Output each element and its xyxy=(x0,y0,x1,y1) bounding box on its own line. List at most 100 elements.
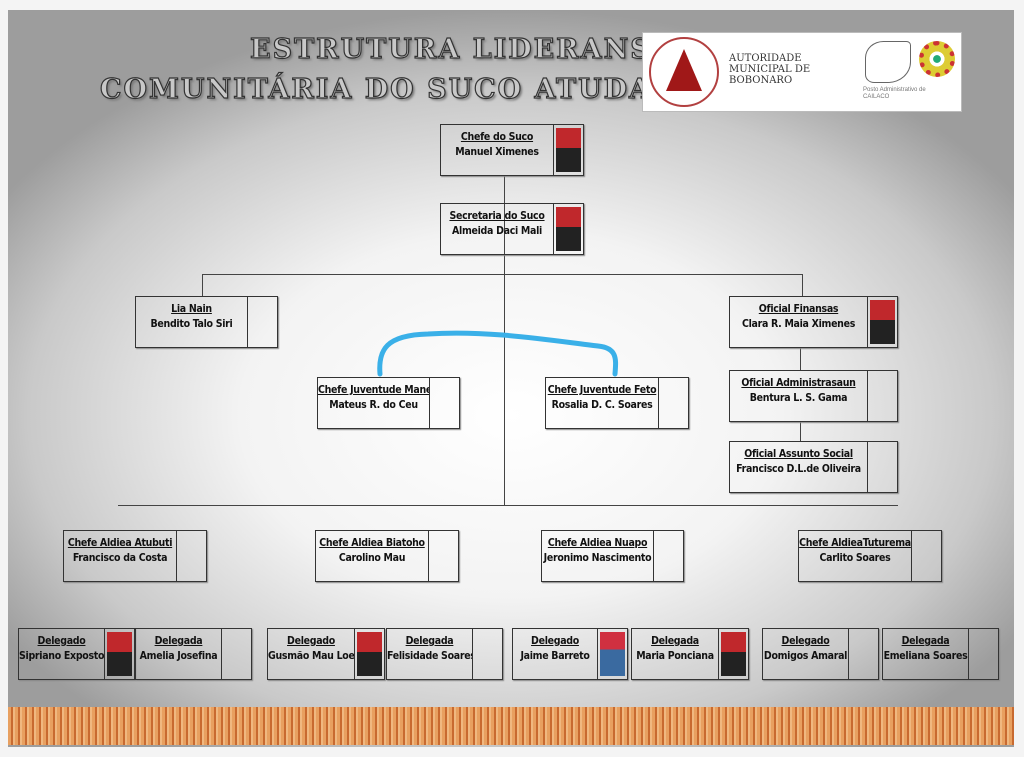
node-name: Mateus R. do Ceu xyxy=(329,399,418,411)
node-name: Manuel Ximenes xyxy=(455,146,539,158)
portrait-photo xyxy=(867,297,897,347)
node-role: Delegado xyxy=(531,635,579,647)
node-role: Delegada xyxy=(901,635,950,647)
node-role: Chefe Aldiea Nuapo xyxy=(547,537,648,549)
connector-finansas xyxy=(802,274,803,296)
connector-horizontal-upper xyxy=(202,274,803,275)
timor-leste-seal-icon xyxy=(649,37,719,107)
node-role: Delegada xyxy=(405,635,454,647)
photo-placeholder xyxy=(429,378,459,428)
node-name: Domigos Amaral xyxy=(763,650,848,662)
connector-lia-nain xyxy=(202,274,203,296)
posto-label-text: Posto Administrativo de xyxy=(863,87,926,93)
node-name: Clara R. Maia Ximenes xyxy=(741,318,856,330)
decorative-stripe-band xyxy=(8,707,1014,745)
node-role: Delegada xyxy=(651,635,699,647)
portrait-photo xyxy=(718,629,748,679)
node-role: Delegado xyxy=(781,635,830,647)
connector-administrasaun xyxy=(800,347,801,370)
node-role: Delegado xyxy=(37,635,86,647)
node-role: Oficial Finansas xyxy=(758,303,839,315)
node-name: Bentura L. S. Gama xyxy=(749,392,848,404)
blue-highlight-stroke xyxy=(377,330,619,377)
node-role: Chefe Juventude Mane xyxy=(318,384,429,396)
node-role: Secretaria do Suco xyxy=(449,210,545,222)
portrait-photo xyxy=(104,629,134,679)
node-role: Chefe Aldiea Atubuti xyxy=(67,537,173,549)
title-line-1: ESTRUTURA LIDERANSA xyxy=(249,33,675,65)
photo-placeholder xyxy=(653,531,683,581)
node-name: Rosalia D. C. Soares xyxy=(551,399,653,411)
photo-placeholder xyxy=(968,629,998,679)
photo-placeholder xyxy=(428,531,458,581)
node-role: Oficial Assunto Social xyxy=(744,448,853,460)
posto-name: CAILACO xyxy=(863,94,890,100)
photo-placeholder xyxy=(176,531,206,581)
node-name: Sipriano Exposto xyxy=(19,650,104,662)
photo-placeholder xyxy=(472,629,502,679)
node-role: Chefe do Suco xyxy=(460,131,534,143)
portrait-photo xyxy=(354,629,384,679)
node-role: Delegado xyxy=(287,635,335,647)
node-name: Jaime Barreto xyxy=(520,650,590,662)
node-role: Chefe AldieaTuturema xyxy=(799,537,911,549)
node-name: Francisco da Costa xyxy=(72,552,168,564)
connector-horizontal-lower xyxy=(118,505,898,506)
photo-placeholder xyxy=(867,371,897,421)
photo-placeholder xyxy=(658,378,688,428)
node-role: Lia Nain xyxy=(171,303,212,315)
highlight-annotation xyxy=(377,330,619,377)
node-name: Carlito Soares xyxy=(819,552,891,564)
node-name: Maria Ponciana xyxy=(636,650,714,662)
node-name: Francisco D.L.de Oliveira xyxy=(736,463,861,475)
node-role: Oficial Administrasaun xyxy=(741,377,856,389)
node-name: Amelia Josefina xyxy=(139,650,218,662)
node-role: Chefe Aldiea Biatoho xyxy=(319,537,425,549)
photo-placeholder xyxy=(867,442,897,492)
photo-placeholder xyxy=(848,629,878,679)
photo-placeholder xyxy=(221,629,251,679)
node-name: Bendito Talo Siri xyxy=(150,318,233,330)
authority-logo-banner: AUTORIDADE MUNICIPAL DE BOBONARO Posto A… xyxy=(642,32,962,112)
node-name: Carolino Mau xyxy=(338,552,406,564)
node-name: Gusmão Mau Loe xyxy=(268,650,354,662)
portrait-photo xyxy=(553,204,583,254)
node-name: Felisidade Soares xyxy=(387,650,472,662)
node-role: Chefe Juventude Feto xyxy=(547,384,657,396)
portrait-photo xyxy=(553,125,583,175)
